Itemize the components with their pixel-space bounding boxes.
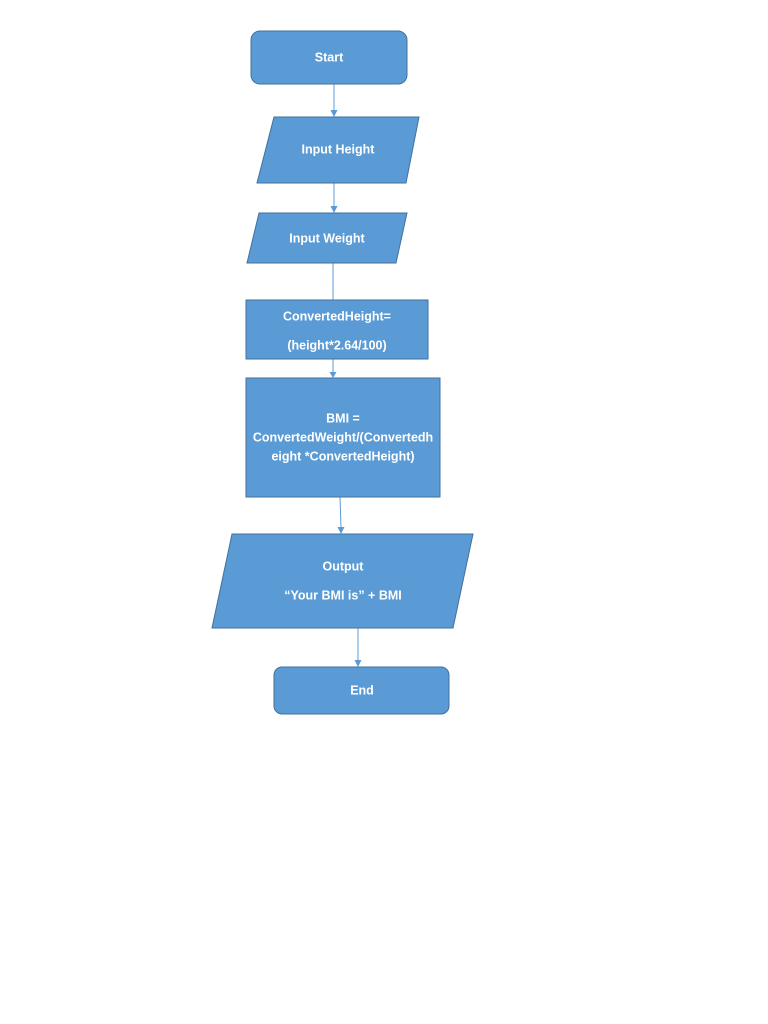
output-io: Output “Your BMI is” + BMI	[211, 533, 474, 629]
bmi-line-2: ConvertedWeight/(Convertedh	[253, 430, 433, 444]
convert-height-line-2: (height*2.64/100)	[287, 338, 386, 352]
start-terminator: Start	[250, 30, 408, 85]
convert-height-line-1: ConvertedHeight=	[283, 309, 391, 323]
input-weight-io: Input Weight	[246, 212, 408, 264]
connector-convert-height-to-bmi	[329, 359, 337, 378]
connector-start-to-input-height	[330, 84, 338, 117]
output-line-2: “Your BMI is” + BMI	[284, 588, 402, 602]
convert-height-process: ConvertedHeight= (height*2.64/100)	[245, 299, 429, 360]
bmi-line-1: BMI =	[326, 411, 360, 425]
start-label: Start	[315, 50, 344, 64]
input-weight-label: Input Weight	[289, 231, 365, 245]
connector-input-height-to-input-weight	[330, 183, 338, 213]
bmi-calculation-process: BMI = ConvertedWeight/(Convertedh eight …	[245, 377, 441, 498]
connector-bmi-to-output	[337, 496, 345, 534]
input-height-io: Input Height	[256, 116, 420, 184]
end-terminator: End	[273, 666, 450, 715]
end-label: End	[350, 683, 374, 697]
output-line-1: Output	[323, 559, 365, 573]
connector-output-to-end	[354, 628, 362, 667]
bmi-line-3: eight *ConvertedHeight)	[271, 449, 414, 463]
input-height-label: Input Height	[302, 142, 376, 156]
